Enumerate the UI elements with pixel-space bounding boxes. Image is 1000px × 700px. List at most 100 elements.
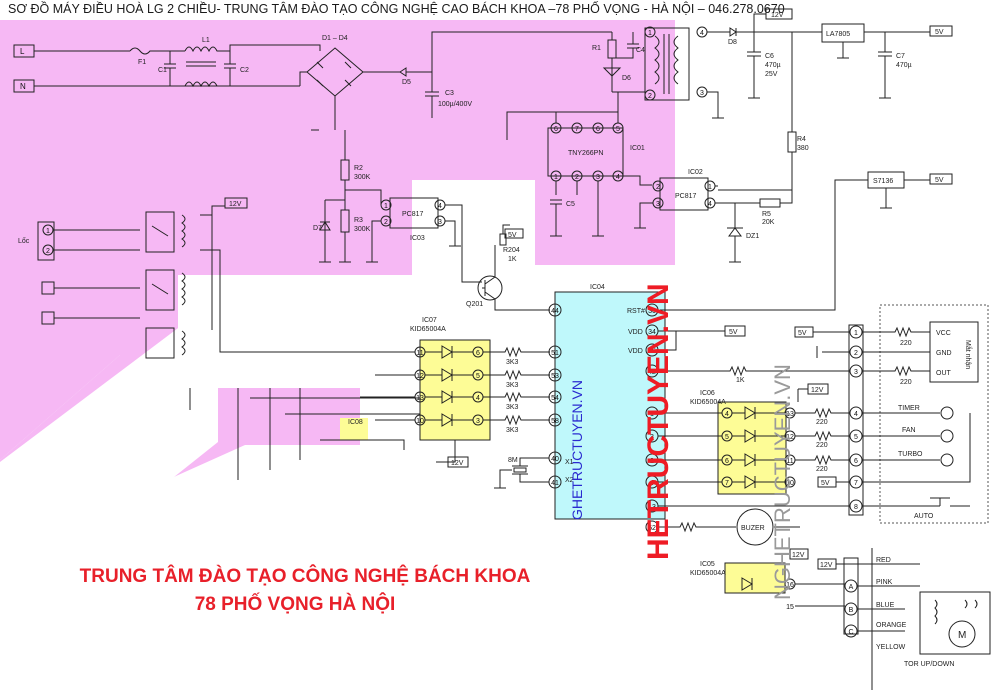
yellow-ic05-fill [725, 563, 785, 593]
r204-value: 1K [508, 256, 517, 263]
led-fan [940, 429, 954, 443]
ic07-v12-label: 12V [451, 460, 464, 467]
wire-yellow: YELLOW [876, 644, 906, 651]
svg-text:7: 7 [575, 126, 579, 133]
ic04-left-pins: 44 51 53 54 58 40 41 [548, 303, 562, 489]
diode-d8 [729, 27, 822, 37]
svg-text:13: 13 [648, 504, 656, 511]
diode-d7-label: D7 [313, 225, 322, 232]
svg-text:11: 11 [416, 350, 423, 357]
led-turbo [940, 453, 954, 467]
ic08-label: IC08 [348, 419, 363, 426]
fuse-label: F1 [138, 59, 146, 66]
relay-1-contact [145, 211, 175, 253]
transformer-box [644, 27, 690, 101]
svg-text:6: 6 [476, 350, 480, 357]
auto-label: AUTO [914, 513, 934, 520]
wire-blue: BLUE [876, 602, 895, 609]
res-r4-label: R4 [797, 136, 806, 143]
led-turbo-label: TURBO [898, 451, 923, 458]
svg-text:1: 1 [554, 174, 558, 181]
res-r3-label: R3 [354, 217, 363, 224]
svg-text:34: 34 [648, 329, 656, 336]
ic07-res-1: 3K3 [506, 359, 519, 366]
yellow-ic08-fill [340, 418, 368, 440]
motor-section: IC05 KID65004A 12V 16 15 12V A B C RED P… [690, 548, 991, 690]
ic07-label: IC07 [422, 317, 437, 324]
ic06-gates [732, 406, 785, 489]
motor-pin-b: B [849, 607, 854, 614]
tx-pin-2-circle [644, 89, 656, 101]
svg-text:51: 51 [551, 350, 559, 357]
relay-2-contact [145, 269, 175, 311]
ic02-label: IC02 [688, 169, 703, 176]
cap-c6-value: 470µ [765, 62, 781, 69]
res-r2-value: 300K [354, 174, 371, 181]
r204-label: R204 [503, 247, 520, 254]
svg-text:12: 12 [786, 434, 794, 441]
ir-vcc: VCC [936, 330, 951, 337]
svg-text:1: 1 [650, 411, 654, 418]
svg-text:11: 11 [786, 458, 793, 465]
ic04-vdd-tag-label: 5V [729, 329, 738, 336]
ic05-pin-15: 15 [786, 604, 794, 611]
svg-text:4: 4 [476, 395, 480, 402]
svg-text:36: 36 [648, 308, 656, 315]
ir-out: OUT [936, 370, 952, 377]
relay-section: 1 2 Lốc 12V [18, 197, 420, 480]
buzzer [736, 508, 774, 546]
wire-to-bridge [229, 44, 321, 51]
ir-receiver [929, 321, 979, 383]
svg-text:3: 3 [596, 174, 600, 181]
svg-text:12: 12 [416, 373, 424, 380]
s7136-v5-label: 5V [935, 177, 944, 184]
ic06-res-3: 220 [816, 466, 828, 473]
ic04-label: IC04 [590, 284, 605, 291]
v12-tag [765, 8, 793, 20]
ir-res-2: 220 [900, 379, 912, 386]
watermark-blue: GHETRUCTUYEN.VN [569, 380, 585, 520]
ic03-part: PC817 [402, 211, 424, 218]
relay-wires-left [53, 229, 140, 319]
motor-coils [934, 599, 978, 625]
ic02-pin-2: 2 [656, 184, 660, 191]
ic07-res-2: 3K3 [506, 382, 519, 389]
tx-pin-3: 3 [700, 90, 704, 97]
ic04-x2: X2 [565, 477, 574, 484]
res-r2-label: R2 [354, 165, 363, 172]
transistor-q201 [477, 275, 503, 301]
s7136-v5-tag [929, 173, 953, 185]
buzzer-label: BUZER [741, 525, 765, 532]
wire-red: RED [876, 557, 891, 564]
ic04-r1k-label: 1K [736, 377, 745, 384]
pink-region-left [0, 178, 178, 460]
loc-connector [37, 221, 55, 261]
ic01-label: IC01 [630, 145, 645, 152]
connector-left-wires [813, 331, 850, 358]
svg-text:52: 52 [648, 525, 656, 532]
ic07-v12-tag [447, 456, 469, 468]
q201-wiring [482, 224, 550, 311]
power-supply-section: L N F1 C1 L1 C2 D1 – D4 D5 C3 100µ/400V … [13, 8, 953, 311]
cap-c5-label: C5 [566, 201, 575, 208]
zener-label: DZ1 [746, 233, 759, 240]
snubber-r1-c4 [607, 32, 639, 92]
tx-pin-1-circle [644, 26, 656, 38]
r204-v5-tag [504, 228, 524, 239]
ic02-pin-1: 1 [708, 184, 712, 191]
motor-v12-label: 12V [820, 562, 833, 569]
led-fan-label: FAN [902, 427, 916, 434]
cap-c2 [224, 51, 236, 86]
tny-label: TNY266PN [568, 150, 603, 157]
svg-text:4: 4 [854, 411, 858, 418]
zener-dz1 [727, 227, 743, 263]
ic07-res-4: 3K3 [506, 427, 519, 434]
fuse-f1 [129, 47, 185, 55]
svg-text:54: 54 [551, 395, 559, 402]
ic02-part: PC817 [675, 193, 697, 200]
tny-wires [506, 92, 652, 237]
ic06-res-2: 220 [816, 442, 828, 449]
ic04-right-wires [658, 330, 850, 377]
ic03-pin-4: 4 [438, 203, 442, 210]
inductor-core [186, 61, 216, 67]
